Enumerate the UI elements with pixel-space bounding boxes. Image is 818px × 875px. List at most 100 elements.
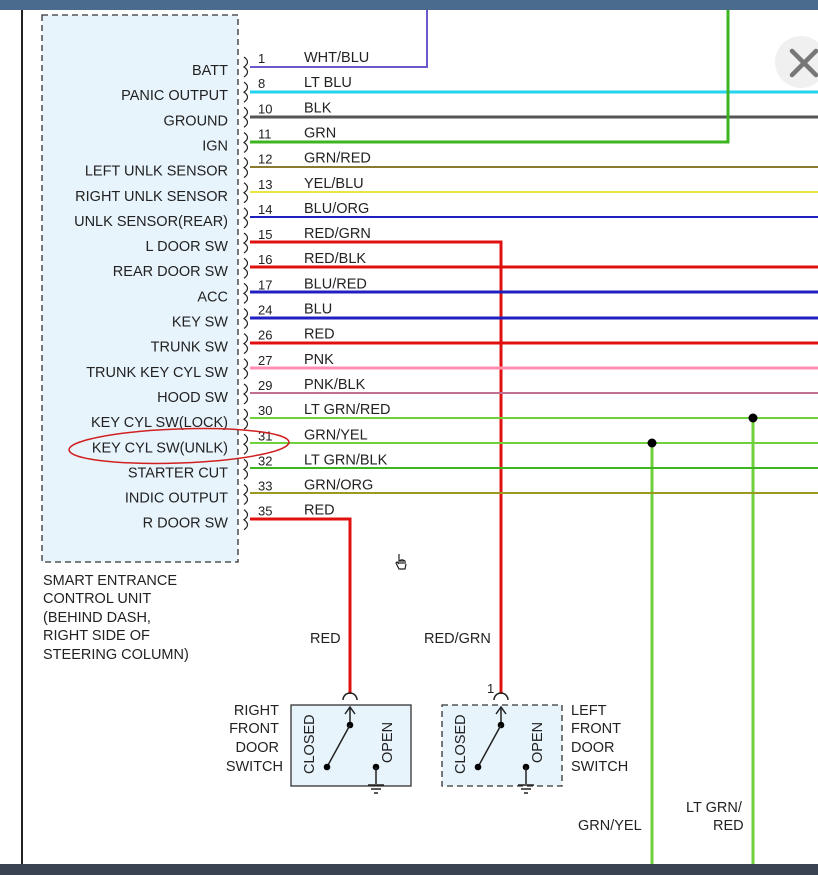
right-switch-name-4: SWITCH xyxy=(226,759,283,775)
wire-pin-15 xyxy=(250,240,503,694)
connector-bracket xyxy=(242,81,249,103)
pin-row: BATT 1 WHT/BLU xyxy=(192,50,369,79)
window-top-bar xyxy=(0,0,818,10)
pin-row: PANIC OUTPUT 8 LT BLU xyxy=(121,75,352,104)
wire-color-label: BLU xyxy=(304,302,332,318)
pin-row: LEFT UNLK SENSOR 12 GRN/RED xyxy=(85,151,371,180)
unit-title-line-4: RIGHT SIDE OF xyxy=(43,628,150,644)
right-switch-name-1: RIGHT xyxy=(234,703,279,719)
pin-number: 35 xyxy=(258,504,272,519)
pin-number: 1 xyxy=(258,51,265,66)
wire-color-label: GRN/ORG xyxy=(304,478,373,494)
pin-function-label: TRUNK KEY CYL SW xyxy=(86,365,228,381)
splice-dot-30 xyxy=(748,413,758,423)
wire-color-label: RED/GRN xyxy=(304,226,371,242)
right-switch-closed-label: CLOSED xyxy=(302,714,318,774)
unit-title-line-3: (BEHIND DASH, xyxy=(43,610,151,626)
pin-function-label: IGN xyxy=(202,138,228,154)
connector-bracket xyxy=(242,131,249,153)
close-button[interactable] xyxy=(775,36,818,88)
unit-title-line-2: CONTROL UNIT xyxy=(43,591,151,607)
pin-number: 16 xyxy=(258,252,272,267)
pin-function-label: KEY SW xyxy=(172,315,228,331)
left-switch-pin: 1 xyxy=(487,681,494,696)
pin-number: 15 xyxy=(258,227,272,242)
pin-number: 14 xyxy=(258,202,272,217)
pin-function-label: R DOOR SW xyxy=(143,516,229,532)
wire-label-lt-grn-red-2: RED xyxy=(713,818,744,834)
window-bottom-bar xyxy=(0,864,818,875)
pin-number: 32 xyxy=(258,453,272,468)
wire-color-label: RED xyxy=(304,327,335,343)
unit-title-line-1: SMART ENTRANCE xyxy=(43,573,177,589)
connector-bracket xyxy=(242,333,249,355)
pin-function-label: KEY CYL SW(UNLK) xyxy=(92,440,228,456)
wire-pin-1 xyxy=(250,10,428,68)
wire-label-grn-yel: GRN/YEL xyxy=(578,818,642,834)
wire-pin-35 xyxy=(250,517,352,694)
connector-bracket xyxy=(242,282,249,304)
pin-function-label: BATT xyxy=(192,63,228,79)
left-switch-name-4: SWITCH xyxy=(571,759,628,775)
connector-bracket xyxy=(242,358,249,380)
ground-icon xyxy=(368,784,384,794)
connector-bracket xyxy=(242,257,249,279)
connector-bracket xyxy=(242,433,249,455)
wire-color-label: BLK xyxy=(304,100,332,116)
pin-function-label: INDIC OUTPUT xyxy=(125,491,228,507)
wire-label-lt-grn-red-1: LT GRN/ xyxy=(686,800,743,816)
right-front-door-switch: CLOSED OPEN RIGHT FRONT DOOR SWITCH xyxy=(226,692,412,794)
pin-row: TRUNK KEY CYL SW 27 PNK xyxy=(86,352,334,381)
pin-function-label: PANIC OUTPUT xyxy=(121,88,228,104)
highlight-ellipse xyxy=(68,427,290,465)
connector-bracket xyxy=(242,56,249,78)
wire-color-label: GRN xyxy=(304,125,336,141)
wire-color-label: PNK xyxy=(304,352,334,368)
pin-number: 11 xyxy=(258,126,272,141)
wires xyxy=(250,10,818,864)
pin-number: 8 xyxy=(258,76,265,91)
wire-color-label: RED xyxy=(304,503,335,519)
connector-bracket xyxy=(242,157,249,179)
left-switch-name-2: FRONT xyxy=(571,721,621,737)
wire-color-label: WHT/BLU xyxy=(304,50,369,66)
pin-number: 10 xyxy=(258,101,272,116)
hand-cursor-icon xyxy=(395,554,407,570)
pin-function-label: UNLK SENSOR(REAR) xyxy=(74,214,228,230)
connector-bracket xyxy=(242,509,249,531)
unit-title-line-5: STEERING COLUMN) xyxy=(43,647,189,663)
pin-row: IGN 11 GRN xyxy=(202,125,336,154)
splice-dot-31 xyxy=(647,438,657,448)
wire-color-label: LT BLU xyxy=(304,75,352,91)
pin-number: 27 xyxy=(258,353,272,368)
pin-function-label: LEFT UNLK SENSOR xyxy=(85,164,228,180)
wire-color-label: LT GRN/RED xyxy=(304,402,390,418)
right-switch-name-2: FRONT xyxy=(229,721,279,737)
left-front-door-switch: 1 CLOSED OPEN LEFT FRONT DOOR SWITCH xyxy=(441,681,628,794)
connector-bracket xyxy=(242,408,249,430)
connector-bracket xyxy=(242,458,249,480)
pin-number: 29 xyxy=(258,378,272,393)
ground-icon xyxy=(518,784,534,794)
pin-number: 30 xyxy=(258,403,272,418)
pin-function-label: L DOOR SW xyxy=(146,239,229,255)
pin-row: INDIC OUTPUT 33 GRN/ORG xyxy=(125,478,373,507)
connector-bracket xyxy=(242,106,249,128)
connector-bracket xyxy=(242,484,249,506)
pin-number: 12 xyxy=(258,152,272,167)
pin-function-label: RIGHT UNLK SENSOR xyxy=(75,189,228,205)
wire-label-red: RED xyxy=(310,631,341,647)
wire-color-label: GRN/RED xyxy=(304,151,371,167)
close-icon xyxy=(789,48,818,78)
left-switch-closed-label: CLOSED xyxy=(453,714,469,774)
pin-number: 33 xyxy=(258,479,272,494)
pin-function-label: STARTER CUT xyxy=(128,465,228,481)
